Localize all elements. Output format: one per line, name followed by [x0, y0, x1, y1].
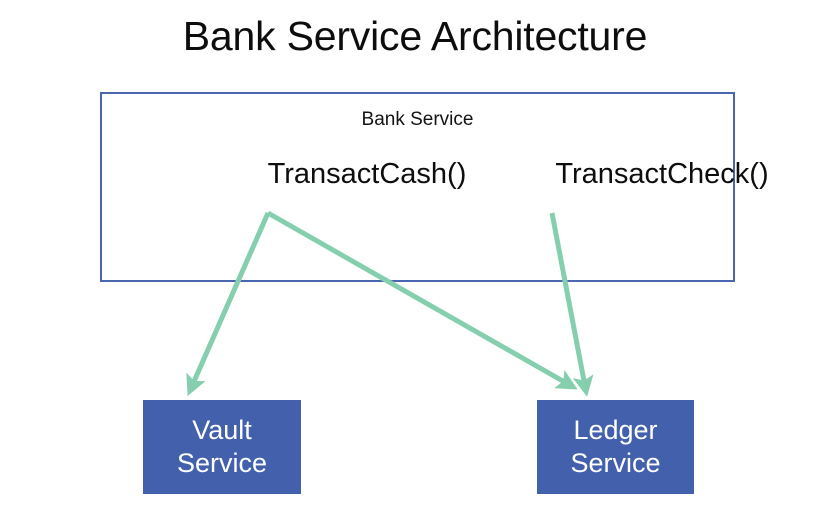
- ledger-service-line2: Service: [570, 448, 661, 478]
- vault-service-line2: Service: [176, 448, 268, 478]
- operation-transact-check: TransactCheck(): [555, 158, 769, 190]
- vault-service-line1: Vault: [192, 415, 252, 445]
- vault-service-box: Vault Service: [143, 400, 301, 494]
- page-title: Bank Service Architecture: [182, 13, 648, 59]
- bank-service-container: Bank Service TransactCash() TransactChec…: [100, 92, 769, 282]
- bank-service-label: Bank Service: [361, 109, 474, 130]
- ledger-service-box: Ledger Service: [537, 400, 694, 494]
- ledger-service-line1: Ledger: [573, 415, 658, 445]
- operation-transact-cash: TransactCash(): [267, 158, 467, 190]
